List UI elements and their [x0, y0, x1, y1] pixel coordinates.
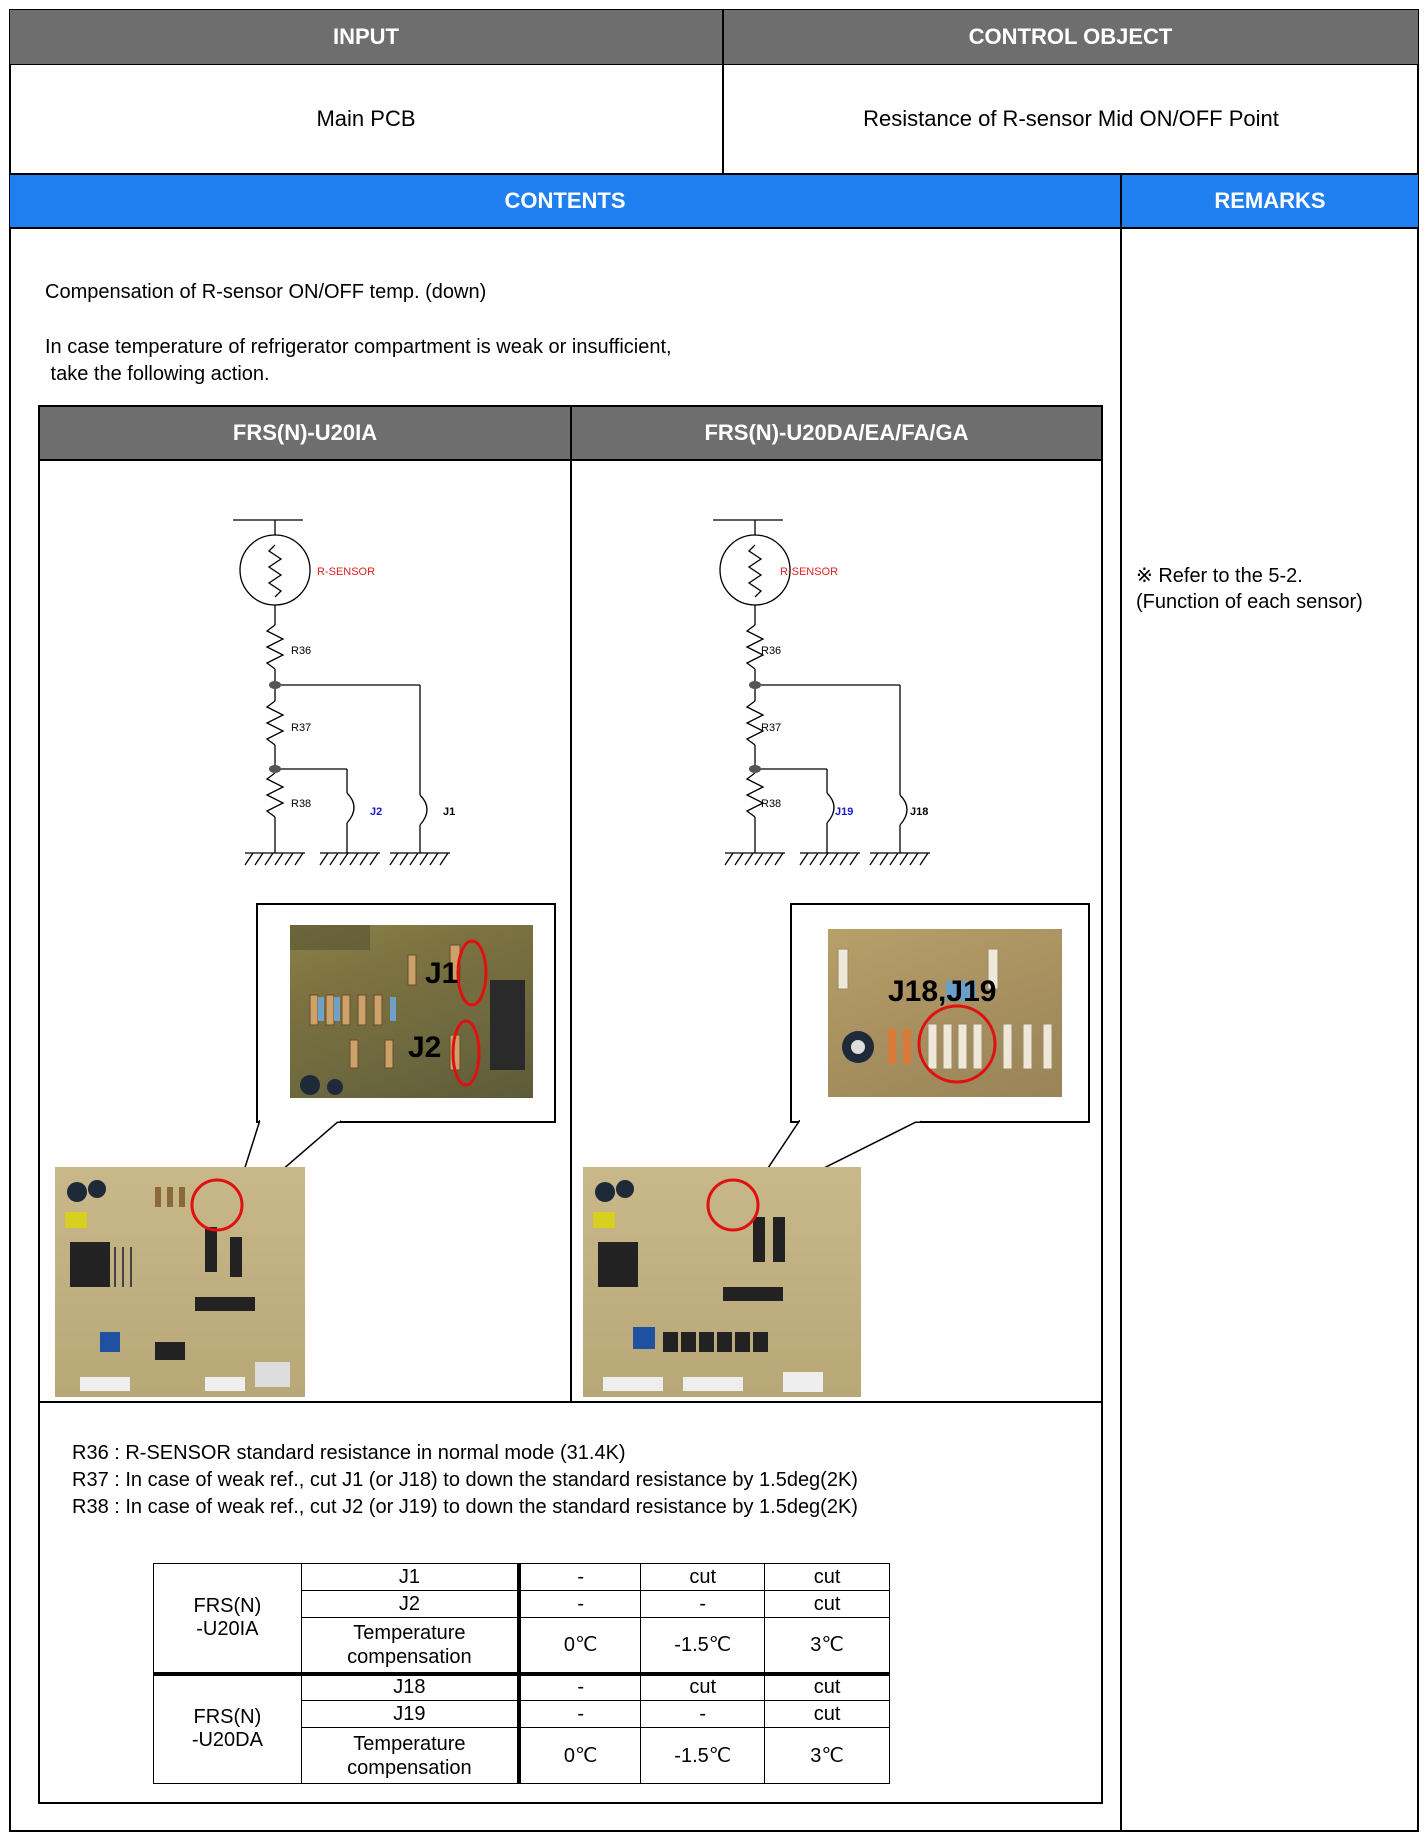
table-cell: cut: [764, 1563, 890, 1591]
control-object-header: CONTROL OBJECT: [723, 10, 1418, 64]
left-jumper-b-label: J1: [443, 806, 455, 818]
table-row: J2 - - cut: [154, 1590, 890, 1618]
right-sensor-label: R-SENSOR: [780, 566, 838, 578]
table-cell: 0℃: [518, 1617, 642, 1676]
table-row: Temperature compensation 0℃ -1.5℃ 3℃: [154, 1727, 890, 1784]
table-cell: cut: [640, 1673, 766, 1701]
table-cell: -: [518, 1700, 642, 1728]
left-jumper-a-label: J2: [370, 806, 382, 818]
table-row: FRS(N) -U20DA J18 - cut cut: [153, 1673, 890, 1784]
right-r36-label: R36: [761, 645, 781, 657]
compensation-table: FRS(N) -U20IA J1 - cut cut J2 - - cut Te…: [153, 1563, 890, 1784]
left-r38-label: R38: [291, 798, 311, 810]
note-r37: R37 : In case of weak ref., cut J1 (or J…: [72, 1469, 858, 1491]
right-pcb-board-art: [593, 1178, 823, 1392]
table-cell: 3℃: [764, 1727, 890, 1784]
row-label-temp-comp: Temperature compensation: [300, 1617, 522, 1676]
table-cell: cut: [764, 1590, 890, 1618]
left-r36-label: R36: [291, 645, 311, 657]
contents-header: CONTENTS: [10, 175, 1120, 227]
model-left-header: FRS(N)-U20IA: [40, 407, 570, 459]
table-cell: -: [518, 1563, 642, 1591]
input-header-label: INPUT: [333, 24, 399, 49]
table-cell: 0℃: [518, 1727, 642, 1784]
right-pcb-closeup-art: J18,J19: [837, 948, 1053, 1084]
table-row: J19 - - cut: [154, 1700, 890, 1728]
right-photo-j18-j19-label: J18,J19: [888, 975, 996, 1008]
contents-title: Compensation of R-sensor ON/OFF temp. (d…: [45, 281, 487, 303]
table-cell: -: [640, 1700, 766, 1728]
right-pcb-closeup-photo: J18,J19: [828, 929, 1062, 1097]
note-r38: R38 : In case of weak ref., cut J2 (or J…: [72, 1496, 858, 1518]
row-label-j1: J1: [300, 1563, 522, 1591]
row-label-temp-comp-2: Temperature compensation: [300, 1727, 522, 1784]
model-right-header: FRS(N)-U20DA/EA/FA/GA: [572, 407, 1101, 459]
input-header: INPUT: [10, 10, 722, 64]
table-cell: -: [518, 1673, 642, 1701]
row-label-j19: J19: [300, 1700, 522, 1728]
control-object-header-label: CONTROL OBJECT: [968, 24, 1173, 49]
table-cell: -1.5℃: [640, 1727, 766, 1784]
remarks-header: REMARKS: [1122, 175, 1418, 227]
note-r36: R36 : R-SENSOR standard resistance in no…: [72, 1442, 626, 1464]
table-row: FRS(N) -U20IA J1 - cut cut: [153, 1563, 890, 1676]
right-pcb-board-photo: [583, 1167, 861, 1397]
right-jumper-a-label: J19: [835, 806, 853, 818]
intro-line-1: In case temperature of refrigerator comp…: [45, 336, 672, 358]
table-cell: cut: [640, 1563, 766, 1591]
left-sensor-label: R-SENSOR: [317, 566, 375, 578]
remarks-header-label: REMARKS: [1214, 188, 1326, 213]
left-pcb-closeup-photo: J1 J2: [290, 925, 533, 1098]
right-circuit-diagram: R-SENSOR R36 R37 R38 J19 J18: [713, 519, 930, 866]
left-pcb-board-art: [65, 1178, 290, 1391]
remarks-line-2: (Function of each sensor): [1136, 591, 1363, 613]
left-pcb-board-photo: [55, 1167, 305, 1397]
contents-header-label: CONTENTS: [504, 188, 626, 213]
model-comparison-box: [38, 405, 1103, 1804]
table-cell: -: [518, 1590, 642, 1618]
model-cell-u20da: FRS(N) -U20DA: [153, 1673, 302, 1784]
left-circuit-diagram: R-SENSOR R36 R37 R38 J2 J1: [233, 519, 455, 866]
left-r37-label: R37: [291, 722, 311, 734]
input-value: Main PCB: [316, 106, 416, 131]
left-photo-j2-label: J2: [408, 1031, 441, 1064]
table-cell: cut: [764, 1673, 890, 1701]
right-r38-label: R38: [761, 798, 781, 810]
table-cell: cut: [764, 1700, 890, 1728]
table-cell: 3℃: [764, 1617, 890, 1676]
control-object-value: Resistance of R-sensor Mid ON/OFF Point: [863, 106, 1279, 131]
right-r37-label: R37: [761, 722, 781, 734]
table-cell: -1.5℃: [640, 1617, 766, 1676]
right-jumper-b-label: J18: [910, 806, 928, 818]
table-row: Temperature compensation 0℃ -1.5℃ 3℃: [154, 1617, 890, 1676]
row-label-j18: J18: [300, 1673, 522, 1701]
left-photo-j1-label: J1: [425, 957, 458, 990]
row-label-j2: J2: [300, 1590, 522, 1618]
intro-line-2: take the following action.: [45, 363, 270, 385]
remarks-line-1: ※ Refer to the 5-2.: [1136, 565, 1303, 587]
left-pcb-closeup-art: J1 J2: [290, 925, 525, 1095]
table-cell: -: [640, 1590, 766, 1618]
model-cell-u20ia: FRS(N) -U20IA: [153, 1563, 302, 1676]
